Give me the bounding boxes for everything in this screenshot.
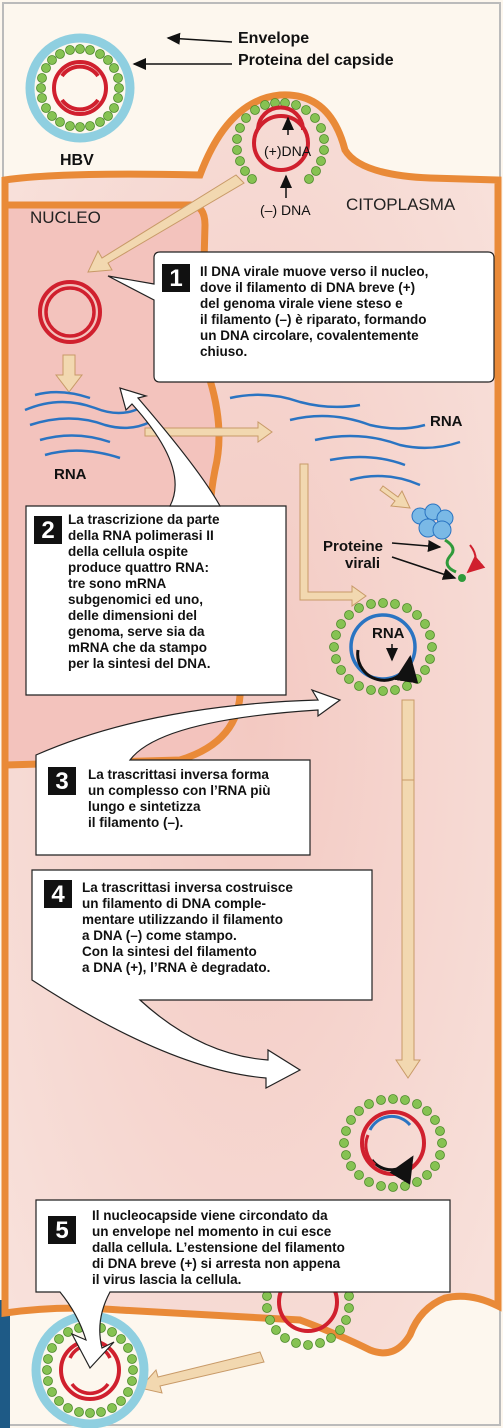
callout-bubble-5	[35, 1199, 451, 1370]
page-edge-strip	[0, 1300, 10, 1428]
callout-bubble-4	[31, 869, 373, 1089]
nuclear-rna-strands	[24, 390, 151, 460]
ribosome-icon	[411, 503, 486, 582]
mature-nucleocapsid	[339, 1094, 447, 1192]
step-4-text: La trascrittasi inversa costruisce un fi…	[82, 880, 293, 975]
proteins-pointer-1	[391, 540, 442, 552]
arrow-cccdna-to-rna	[54, 354, 84, 393]
nuclear-cccdna	[38, 280, 102, 344]
arrow-rna-to-capsid	[299, 463, 367, 607]
step-2-text: La trascrizione da parte della RNA polim…	[68, 512, 220, 671]
label-capsid-protein: Proteina del capside	[238, 52, 394, 69]
step-3-text: La trascrittasi inversa forma un comples…	[88, 767, 271, 830]
step-3-number: 3	[48, 767, 76, 795]
label-rna-cytoplasm: RNA	[430, 413, 463, 430]
step-2: 2 La trascrizione da parte della RNA pol…	[32, 512, 284, 692]
envelope-pointer	[166, 32, 233, 45]
label-viral-proteins-2: virali	[345, 555, 381, 572]
cytoplasmic-rna-strands	[229, 393, 461, 487]
step-1-number: 1	[162, 264, 190, 292]
proteins-pointer-2	[391, 556, 457, 580]
hbv-capsid	[36, 44, 124, 132]
label-envelope: Envelope	[238, 30, 310, 47]
step-5-number: 5	[48, 1216, 76, 1244]
step-5: 5 Il nucleocapside viene circondato da u…	[44, 1208, 448, 1290]
label-minus-dna: (–) DNA	[260, 202, 311, 218]
arrow-release	[139, 1351, 265, 1394]
arrow-capsid-down	[395, 699, 421, 1079]
hbv-particle	[25, 33, 135, 143]
step-5-text: Il nucleocapside viene circondato da un …	[92, 1208, 345, 1287]
entering-nucleocapsid	[232, 98, 329, 198]
step-2-number: 2	[34, 516, 62, 544]
rna-nucleocapsid	[329, 598, 437, 696]
label-cytoplasm: CITOPLASMA	[346, 195, 456, 214]
label-hbv: HBV	[60, 152, 94, 169]
arrow-rna-to-ribosome	[379, 485, 411, 509]
label-rna-capsid: RNA	[372, 625, 405, 642]
label-plus-dna: (+)DNA	[264, 143, 312, 159]
step-1-text: Il DNA virale muove verso il nucleo, dov…	[200, 264, 429, 359]
callout-bubble-3	[35, 688, 342, 856]
step-4: 4 La trascrittasi inversa costruisce un …	[42, 878, 370, 988]
callout-2-pointer	[119, 387, 222, 507]
step-4-number: 4	[44, 880, 72, 908]
step-3: 3 La trascrittasi inversa forma un compl…	[46, 765, 308, 850]
label-viral-proteins-1: Proteine	[323, 538, 384, 555]
label-rna-nucleus: RNA	[54, 466, 87, 483]
step-1: 1 Il DNA virale muove verso il nucleo, d…	[160, 262, 492, 374]
arrow-entry-to-nucleus	[87, 174, 245, 273]
callout-bubble-1	[107, 251, 495, 383]
label-nucleus: NUCLEO	[30, 208, 101, 227]
